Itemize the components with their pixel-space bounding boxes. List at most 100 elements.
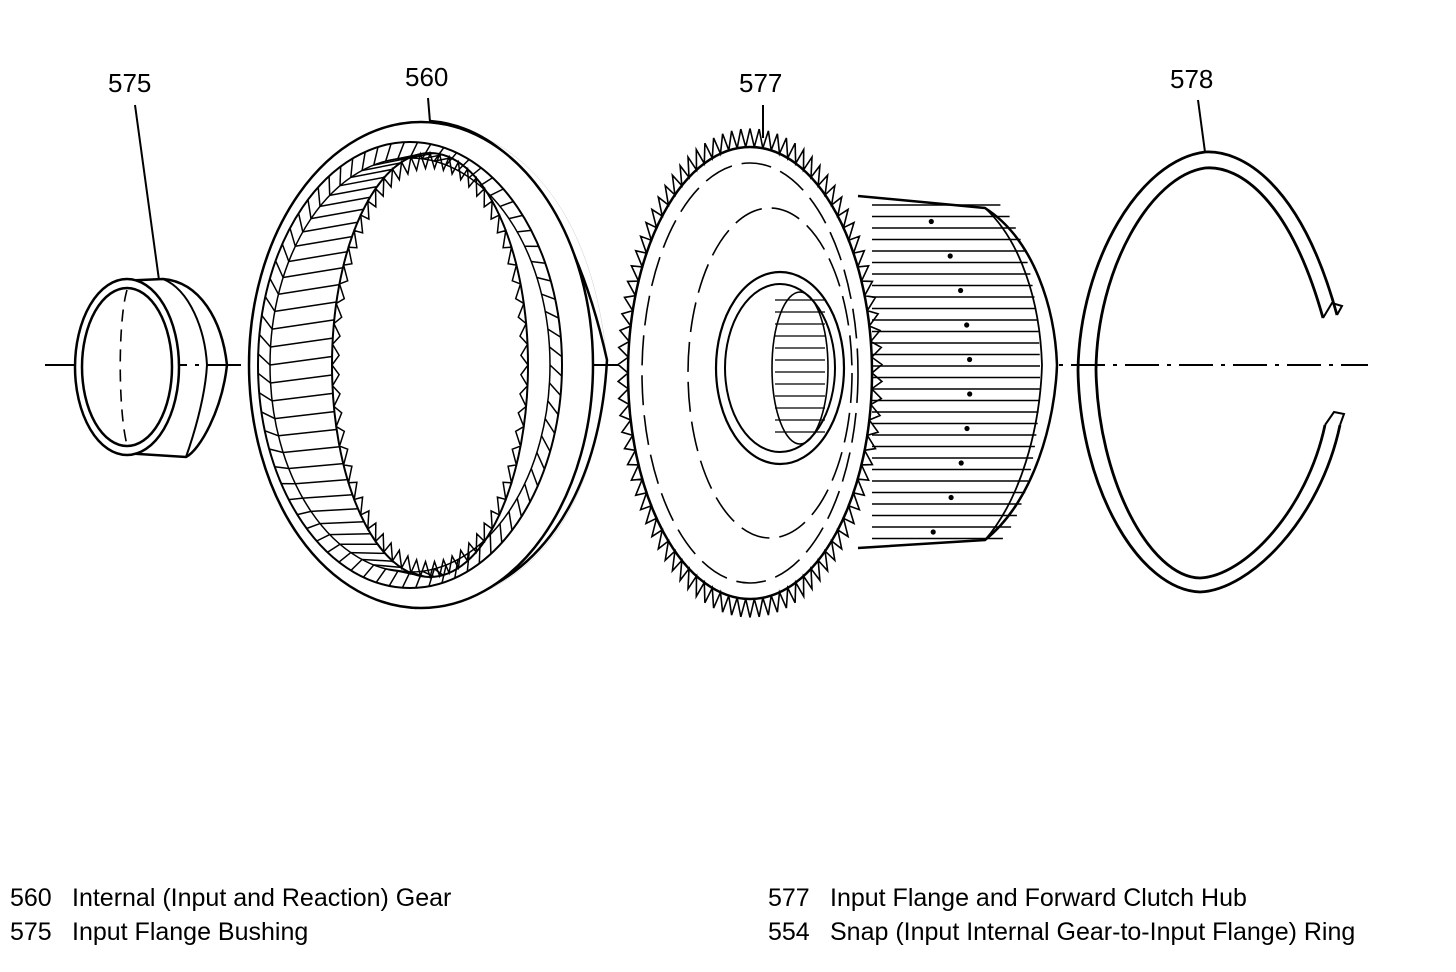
gear-560-tooth <box>338 552 352 563</box>
gear-560-tooth <box>548 382 562 396</box>
gear-560-helix <box>283 446 340 454</box>
part-560-internal-gear <box>247 119 609 610</box>
part-577-input-flange-hub <box>616 128 1059 618</box>
hub-hole <box>964 425 970 432</box>
gear-560-tooth <box>257 353 271 366</box>
gear-560-tooth <box>269 278 280 295</box>
legend-item-number: 575 <box>10 918 52 946</box>
gear-560-tooth <box>375 568 387 583</box>
gear-560-tooth <box>544 418 556 434</box>
gear-560-tooth <box>361 151 366 171</box>
hub-hole <box>948 494 954 501</box>
legend-item-description: Input Flange Bushing <box>72 918 309 946</box>
gear-560-tooth <box>258 334 272 348</box>
gear-560-tooth <box>489 188 504 197</box>
hub-hole <box>928 218 934 225</box>
leader-575 <box>134 104 160 281</box>
gear-560-tooth <box>362 564 375 578</box>
gear-560-helix <box>272 392 333 402</box>
gear-560-helix <box>362 558 393 562</box>
gear-560-tooth <box>547 400 559 416</box>
gear-560-tooth <box>261 314 273 330</box>
gear-577-teeth <box>616 128 884 618</box>
leader-560 <box>427 97 431 123</box>
gear-560-tooth <box>289 227 297 247</box>
gear-560-tooth <box>547 328 562 338</box>
gear-560-tooth <box>397 141 405 160</box>
gear-560-helix <box>274 301 337 313</box>
gear-560-tooth <box>281 243 290 262</box>
gear-560-tooth <box>531 260 546 265</box>
gear-560-tooth <box>373 146 379 166</box>
gear-560-tooth <box>530 468 539 487</box>
gear-560-helix <box>288 462 344 470</box>
gear-560-helix <box>350 168 393 179</box>
gear-560-tooth <box>421 143 432 160</box>
gear-560-helix <box>329 532 371 536</box>
gear-560-tooth <box>384 143 392 162</box>
gear-560-tooth <box>499 200 514 208</box>
gear-560-helix <box>319 521 365 525</box>
gear-560-tooth <box>544 310 559 319</box>
gear-560-tooth <box>549 364 563 377</box>
hub-hole <box>967 391 973 397</box>
gear-560-tooth <box>306 522 321 530</box>
gear-560-tooth <box>536 276 551 282</box>
gear-560-helix <box>310 208 364 220</box>
gear-560-tooth <box>466 552 470 572</box>
gear-560-tooth <box>327 543 341 553</box>
gear-560-tooth <box>264 296 276 312</box>
hub-hole <box>967 356 973 363</box>
gear-560-helix <box>350 551 386 555</box>
legend-item: 575 Input Flange Bushing <box>10 915 451 949</box>
gear-560-helix <box>278 428 337 437</box>
gear-560-tooth <box>540 435 551 452</box>
gear-560-tooth <box>264 429 279 437</box>
gear-560-tooth <box>489 534 492 554</box>
gear-560-helix <box>302 221 358 233</box>
hub-hole <box>958 287 964 294</box>
callout-578: 578 <box>1170 64 1213 94</box>
gear-560-tooth <box>297 510 312 516</box>
leader-lines <box>134 97 1206 281</box>
gear-560-tooth <box>536 452 546 470</box>
legend-item-description: Internal (Input and Reaction) Gear <box>72 884 452 912</box>
gear-560-helix <box>271 319 335 330</box>
hub-hole <box>930 529 936 535</box>
gear-560-tooth <box>258 392 273 402</box>
legend-item-description: Input Flange and Forward Clutch Hub <box>830 884 1247 912</box>
hub-hole <box>947 253 953 259</box>
callout-560: 560 <box>405 62 448 92</box>
gear-560-tooth <box>549 346 563 358</box>
gear-560-helix <box>270 337 333 348</box>
gear-560-tooth <box>523 483 531 503</box>
hub-hole <box>958 460 964 466</box>
gear-560-helix <box>373 157 409 166</box>
gear-560-helix <box>361 162 401 172</box>
gear-560-tooth <box>508 214 523 220</box>
legend-left-column: 560 Internal (Input and Reaction) Gear 57… <box>10 881 451 949</box>
gear-560-tooth <box>388 570 399 587</box>
leader-578 <box>1197 99 1206 153</box>
gear-560-tooth <box>317 187 321 207</box>
gear-560-helix <box>282 267 344 279</box>
gear-560-tooth <box>339 166 342 186</box>
gear-560-tooth <box>541 293 556 301</box>
gear-560-tooth <box>328 176 331 196</box>
gear-560-inner-teeth <box>331 150 529 580</box>
gear-560-helix <box>329 185 378 197</box>
gear-560-tooth <box>261 411 276 420</box>
callout-577: 577 <box>739 68 782 98</box>
gear-560-tooth <box>516 497 523 517</box>
legend-item-description: Snap (Input Internal Gear-to-Input Flang… <box>830 918 1356 946</box>
gear-560-helix <box>278 283 340 295</box>
legend-item-number: 554 <box>768 918 810 946</box>
gear-560-helix <box>295 478 348 485</box>
gear-560-tooth <box>274 260 284 278</box>
legend-item-number: 560 <box>10 884 52 912</box>
part-578-snap-ring <box>1076 150 1346 594</box>
gear-560-helix <box>274 410 335 420</box>
gear-560-tooth <box>269 448 284 454</box>
